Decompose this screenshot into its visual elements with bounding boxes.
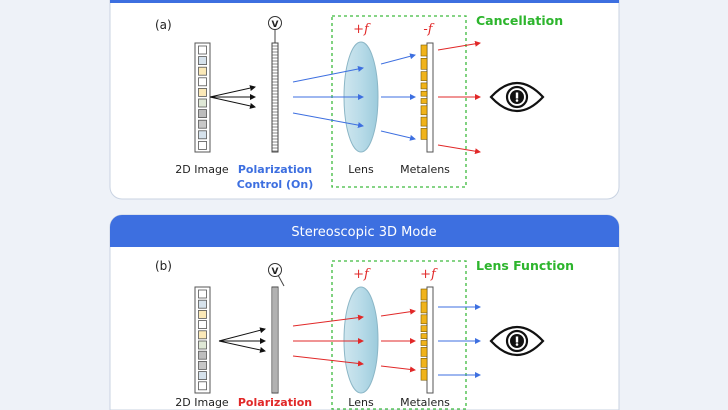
voltage-label: V [272, 267, 279, 277]
ray [209, 96, 256, 109]
metalens-element [420, 116, 428, 127]
metalens-element [420, 288, 428, 301]
metalens-element [420, 98, 428, 104]
result-label: Lens Function [476, 258, 574, 273]
metalens-plate [426, 42, 434, 153]
label-2d-image: 2D Image [175, 396, 229, 409]
pixel [198, 45, 207, 55]
label-polarization: Polarization [238, 163, 312, 176]
pixel [198, 371, 207, 381]
pixel [198, 109, 207, 118]
rays [209, 40, 481, 155]
label-2d-image: 2D Image [175, 163, 229, 176]
label-lens: Lens [348, 163, 374, 176]
pixel [198, 350, 207, 360]
result-label: Cancellation [476, 13, 563, 28]
metalens-element [420, 105, 428, 116]
metalens-power: +f [420, 267, 438, 282]
panel-b-header-bar [110, 215, 619, 247]
voltage-icon [268, 16, 282, 30]
label-polarization-state: Control (On) [237, 178, 314, 191]
pixel [198, 289, 207, 299]
pixel [198, 360, 207, 370]
ray [380, 308, 416, 317]
metalens-element [420, 90, 428, 97]
ray [218, 327, 266, 342]
metalens-elements [420, 288, 428, 381]
metalens-element [420, 57, 428, 70]
polarization-plate [271, 286, 279, 394]
panel-a-header-bar [110, 0, 619, 3]
voltage-icon [268, 263, 282, 277]
polarization-stripes [272, 45, 278, 152]
pixel [198, 309, 207, 319]
pixel-squares [198, 45, 207, 150]
ray [437, 40, 481, 51]
pixel [198, 340, 207, 350]
label-metalens: Metalens [400, 163, 450, 176]
ray [292, 314, 364, 327]
metalens-power: -f [423, 22, 434, 37]
pixel [198, 119, 207, 129]
pixel [198, 320, 207, 330]
optics-box [331, 15, 467, 188]
optics-box [331, 260, 467, 410]
ray [218, 340, 266, 353]
metalens-element [420, 325, 428, 333]
metalens-plate [426, 286, 434, 394]
metalens-element [420, 333, 428, 339]
lens-power: +f [353, 22, 371, 37]
ray [380, 365, 416, 373]
pixel [198, 140, 207, 150]
voltage-label: V [272, 20, 279, 30]
panel-b-title: Stereoscopic 3D Mode [291, 225, 436, 240]
eye-icon [489, 82, 545, 112]
metalens-element [420, 314, 428, 325]
pixel [198, 77, 207, 87]
pixel [198, 299, 207, 309]
metalens-element [420, 301, 428, 314]
metalens-element [420, 82, 428, 90]
pixel [198, 88, 207, 97]
pixel-squares [198, 289, 207, 391]
lens-power: +f [353, 267, 371, 282]
pixel [198, 330, 207, 340]
ray [292, 355, 364, 367]
pixel [198, 381, 207, 391]
pixel [198, 130, 207, 140]
metalens-element [420, 71, 428, 81]
lens [343, 286, 379, 394]
metalens-element [420, 44, 428, 57]
label-polarization: Polarization [238, 396, 312, 409]
ray [380, 53, 416, 65]
panel-tag: (b) [155, 259, 172, 273]
ray [292, 112, 364, 129]
label-lens: Lens [348, 396, 374, 409]
metalens-element [420, 340, 428, 346]
ray [292, 66, 364, 83]
panel-tag: (a) [155, 18, 172, 32]
metalens-element [420, 357, 428, 368]
metalens-element [420, 347, 428, 357]
panel-b: Stereoscopic 3D Mode (b) V +f +f Lens Fu… [109, 214, 620, 410]
eye-icon [489, 326, 545, 356]
ray [209, 85, 256, 98]
label-metalens: Metalens [400, 396, 450, 409]
ray [437, 144, 481, 155]
pixel [198, 98, 207, 108]
pixel [198, 56, 207, 65]
rays [218, 304, 481, 378]
metalens-element [420, 128, 428, 140]
pixel [198, 66, 207, 76]
metalens-elements [420, 44, 428, 140]
panel-a: (a) V +f -f Cancellation [109, 0, 620, 200]
ray [380, 130, 416, 141]
metalens-element [420, 368, 428, 381]
